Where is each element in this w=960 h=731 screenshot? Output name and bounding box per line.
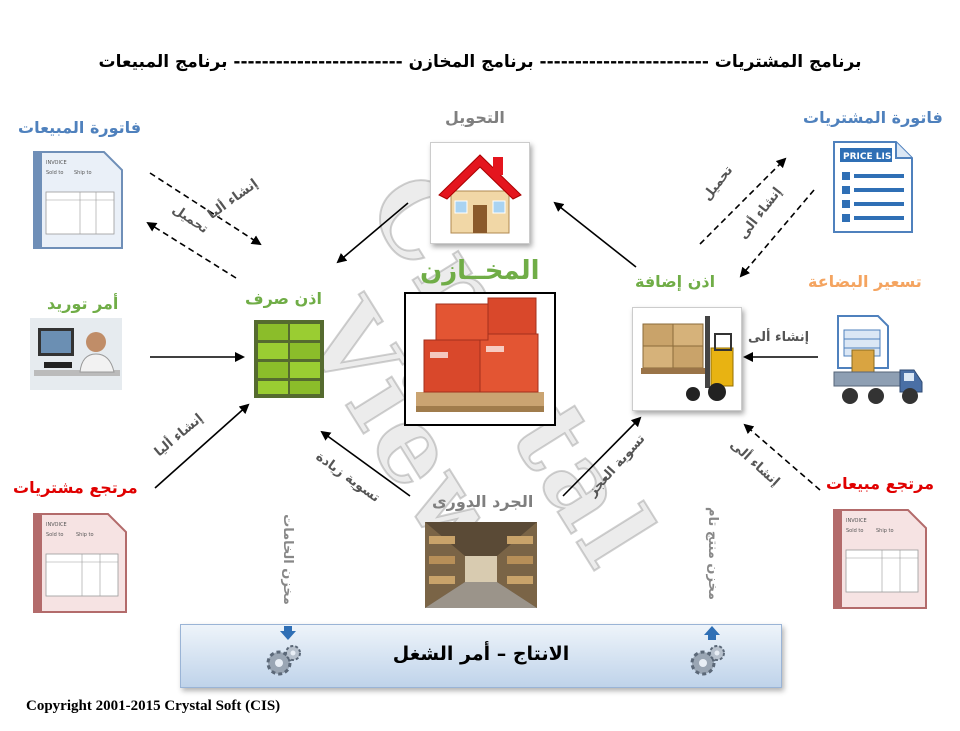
house-icon — [430, 142, 530, 244]
warehouse-aisle-image — [425, 522, 537, 608]
svg-text:Ship to: Ship to — [876, 528, 894, 534]
green-shelves-image — [250, 316, 328, 402]
add-permit-label: اذن إضافة — [635, 272, 716, 291]
arrow-issue-to-sales-inv — [146, 221, 237, 279]
svg-text:INVOICE: INVOICE — [46, 522, 67, 528]
arrow-add-to-transfer — [553, 201, 637, 268]
sales-invoice-label: فاتورة المبيعات — [18, 118, 142, 137]
arrow-sales-inv-to-issue — [149, 172, 262, 246]
arrow-transfer-to-issue — [336, 202, 409, 264]
svg-text:Sold to: Sold to — [846, 528, 863, 534]
programs-header: برنامج المشتريات -----------------------… — [98, 52, 862, 72]
issue-permit-label: اذن صرف — [245, 289, 322, 308]
arrow-inventory-to-add — [562, 416, 642, 497]
purchase-invoice-label: فاتورة المشتريات — [803, 108, 943, 127]
periodic-inventory-label: الجرد الدورى — [432, 492, 534, 511]
purchase-return-label: مرتجع مشتريات — [13, 478, 138, 497]
arrow-add-to-purchase — [699, 157, 787, 245]
office-worker-image — [30, 318, 122, 390]
gears-icon — [263, 641, 303, 681]
copyright-text: Copyright 2001-2015 Crystal Soft (CIS) — [26, 698, 281, 714]
finished-goods-store-label: مخزن منتج تام — [704, 507, 720, 600]
up-arrow-icon — [704, 626, 720, 640]
gears-icon — [687, 641, 727, 681]
auto-create-label-pricing: إنشاء ألى — [748, 330, 810, 345]
svg-text:Ship to: Ship to — [76, 532, 94, 538]
arrow-sales-return-to-add — [743, 423, 821, 491]
invoice-document-icon: INVOICE Sold to Ship to — [30, 512, 130, 614]
svg-text:Ship to: Ship to — [74, 170, 92, 176]
invoice-document-icon: INVOICE Sold to Ship to — [30, 150, 126, 250]
warehouse-title: المخــازن — [420, 256, 540, 286]
pallet-boxes-image — [404, 292, 556, 426]
transfer-label: التحويل — [445, 108, 505, 127]
supply-order-label: أمر توريد — [47, 294, 119, 313]
sales-return-label: مرتجع مبيعات — [826, 474, 934, 493]
arrow-inventory-to-issue — [320, 430, 411, 497]
delivery-truck-icon — [826, 310, 926, 410]
down-arrow-icon — [280, 626, 296, 640]
svg-text:INVOICE: INVOICE — [46, 160, 67, 166]
svg-text:Sold to: Sold to — [46, 170, 63, 176]
price-list-document-icon: PRICE LIS — [828, 138, 916, 234]
svg-text:INVOICE: INVOICE — [846, 518, 867, 524]
goods-pricing-label: تسعير البضاعة — [808, 272, 922, 291]
invoice-document-icon: INVOICE Sold to Ship to — [830, 508, 930, 610]
svg-text:PRICE LIS: PRICE LIS — [843, 152, 891, 162]
production-label: الانتاج – أمر الشغل — [392, 643, 570, 665]
arrow-purchase-to-add — [739, 189, 815, 278]
production-banner: الانتاج – أمر الشغل — [180, 624, 782, 688]
svg-text:Sold to: Sold to — [46, 532, 63, 538]
forklift-image — [632, 307, 742, 411]
arrow-purchase-return-to-issue — [154, 403, 250, 489]
raw-materials-store-label: مخزن الخامات — [279, 514, 295, 605]
